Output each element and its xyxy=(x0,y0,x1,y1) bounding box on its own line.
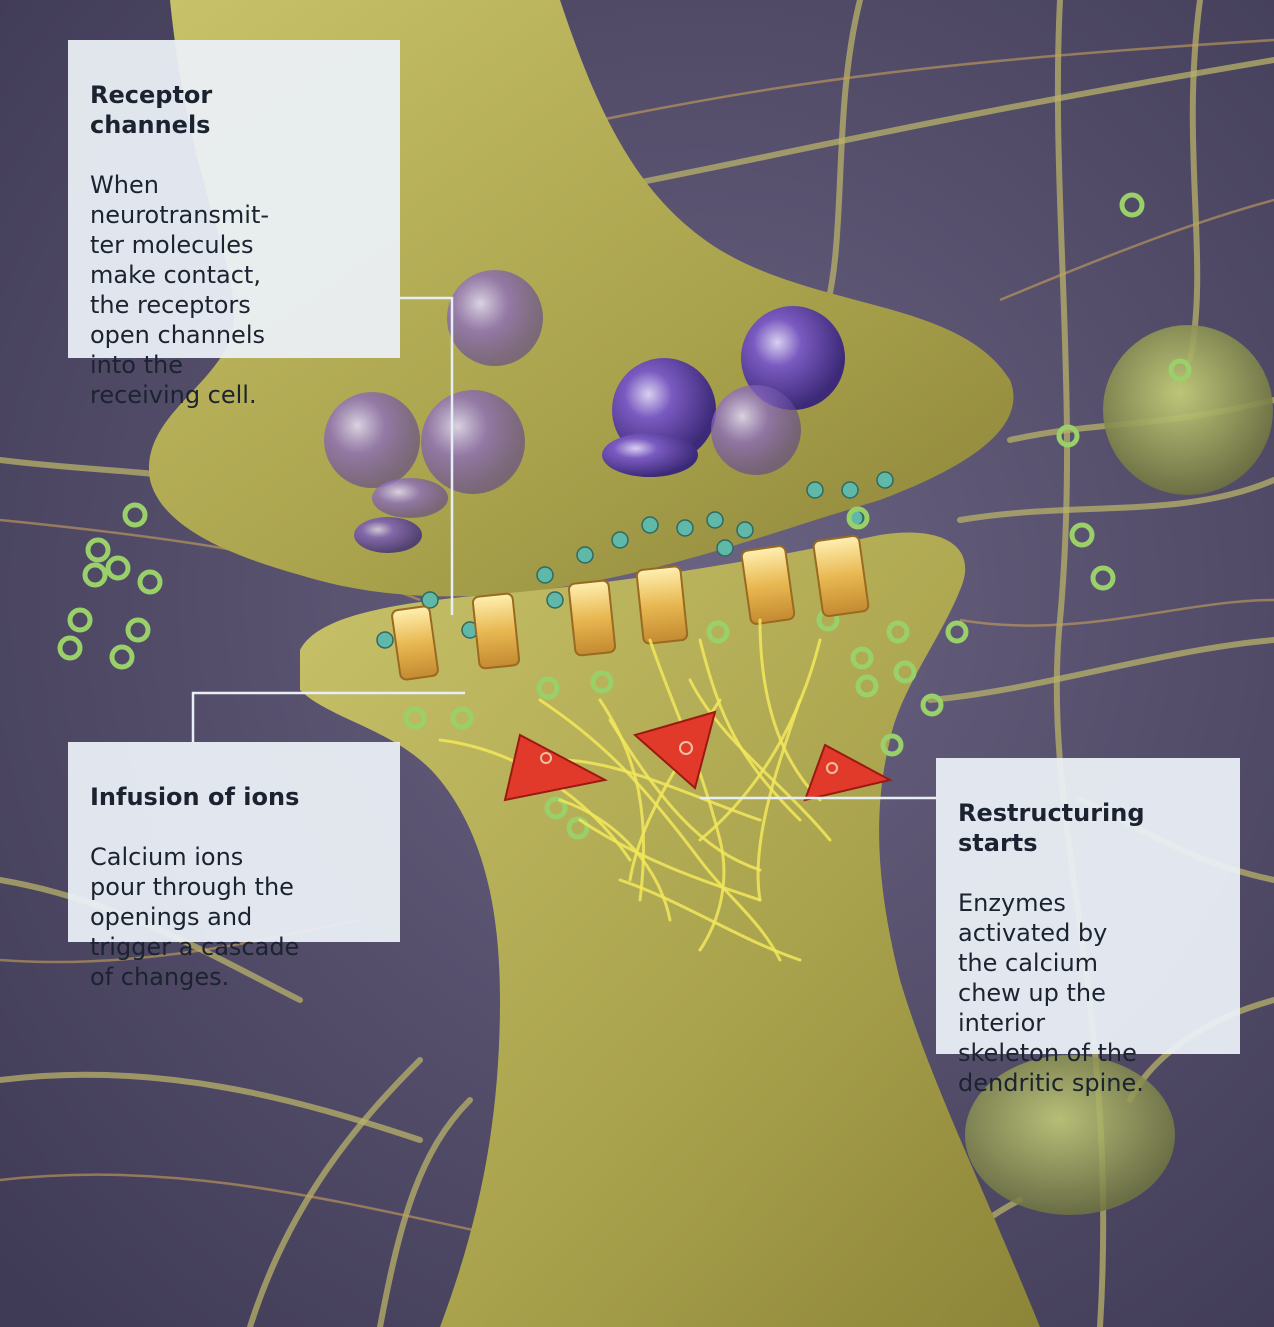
callout-body: When neurotransmit- ter molecules make c… xyxy=(90,170,380,410)
callout-receptor-channels: Receptor channels When neurotransmit- te… xyxy=(68,40,400,358)
callout-body: Enzymes activated by the calcium chew up… xyxy=(958,888,1220,1098)
callout-heading: Receptor channels xyxy=(90,80,380,140)
background-cell-body xyxy=(1103,325,1273,495)
callout-restructuring-starts: Restructuring starts Enzymes activated b… xyxy=(936,758,1240,1054)
callout-heading: Restructuring starts xyxy=(958,798,1220,858)
callout-infusion-of-ions: Infusion of ions Calcium ions pour throu… xyxy=(68,742,400,942)
callout-heading: Infusion of ions xyxy=(90,782,380,812)
callout-body: Calcium ions pour through the openings a… xyxy=(90,842,380,992)
